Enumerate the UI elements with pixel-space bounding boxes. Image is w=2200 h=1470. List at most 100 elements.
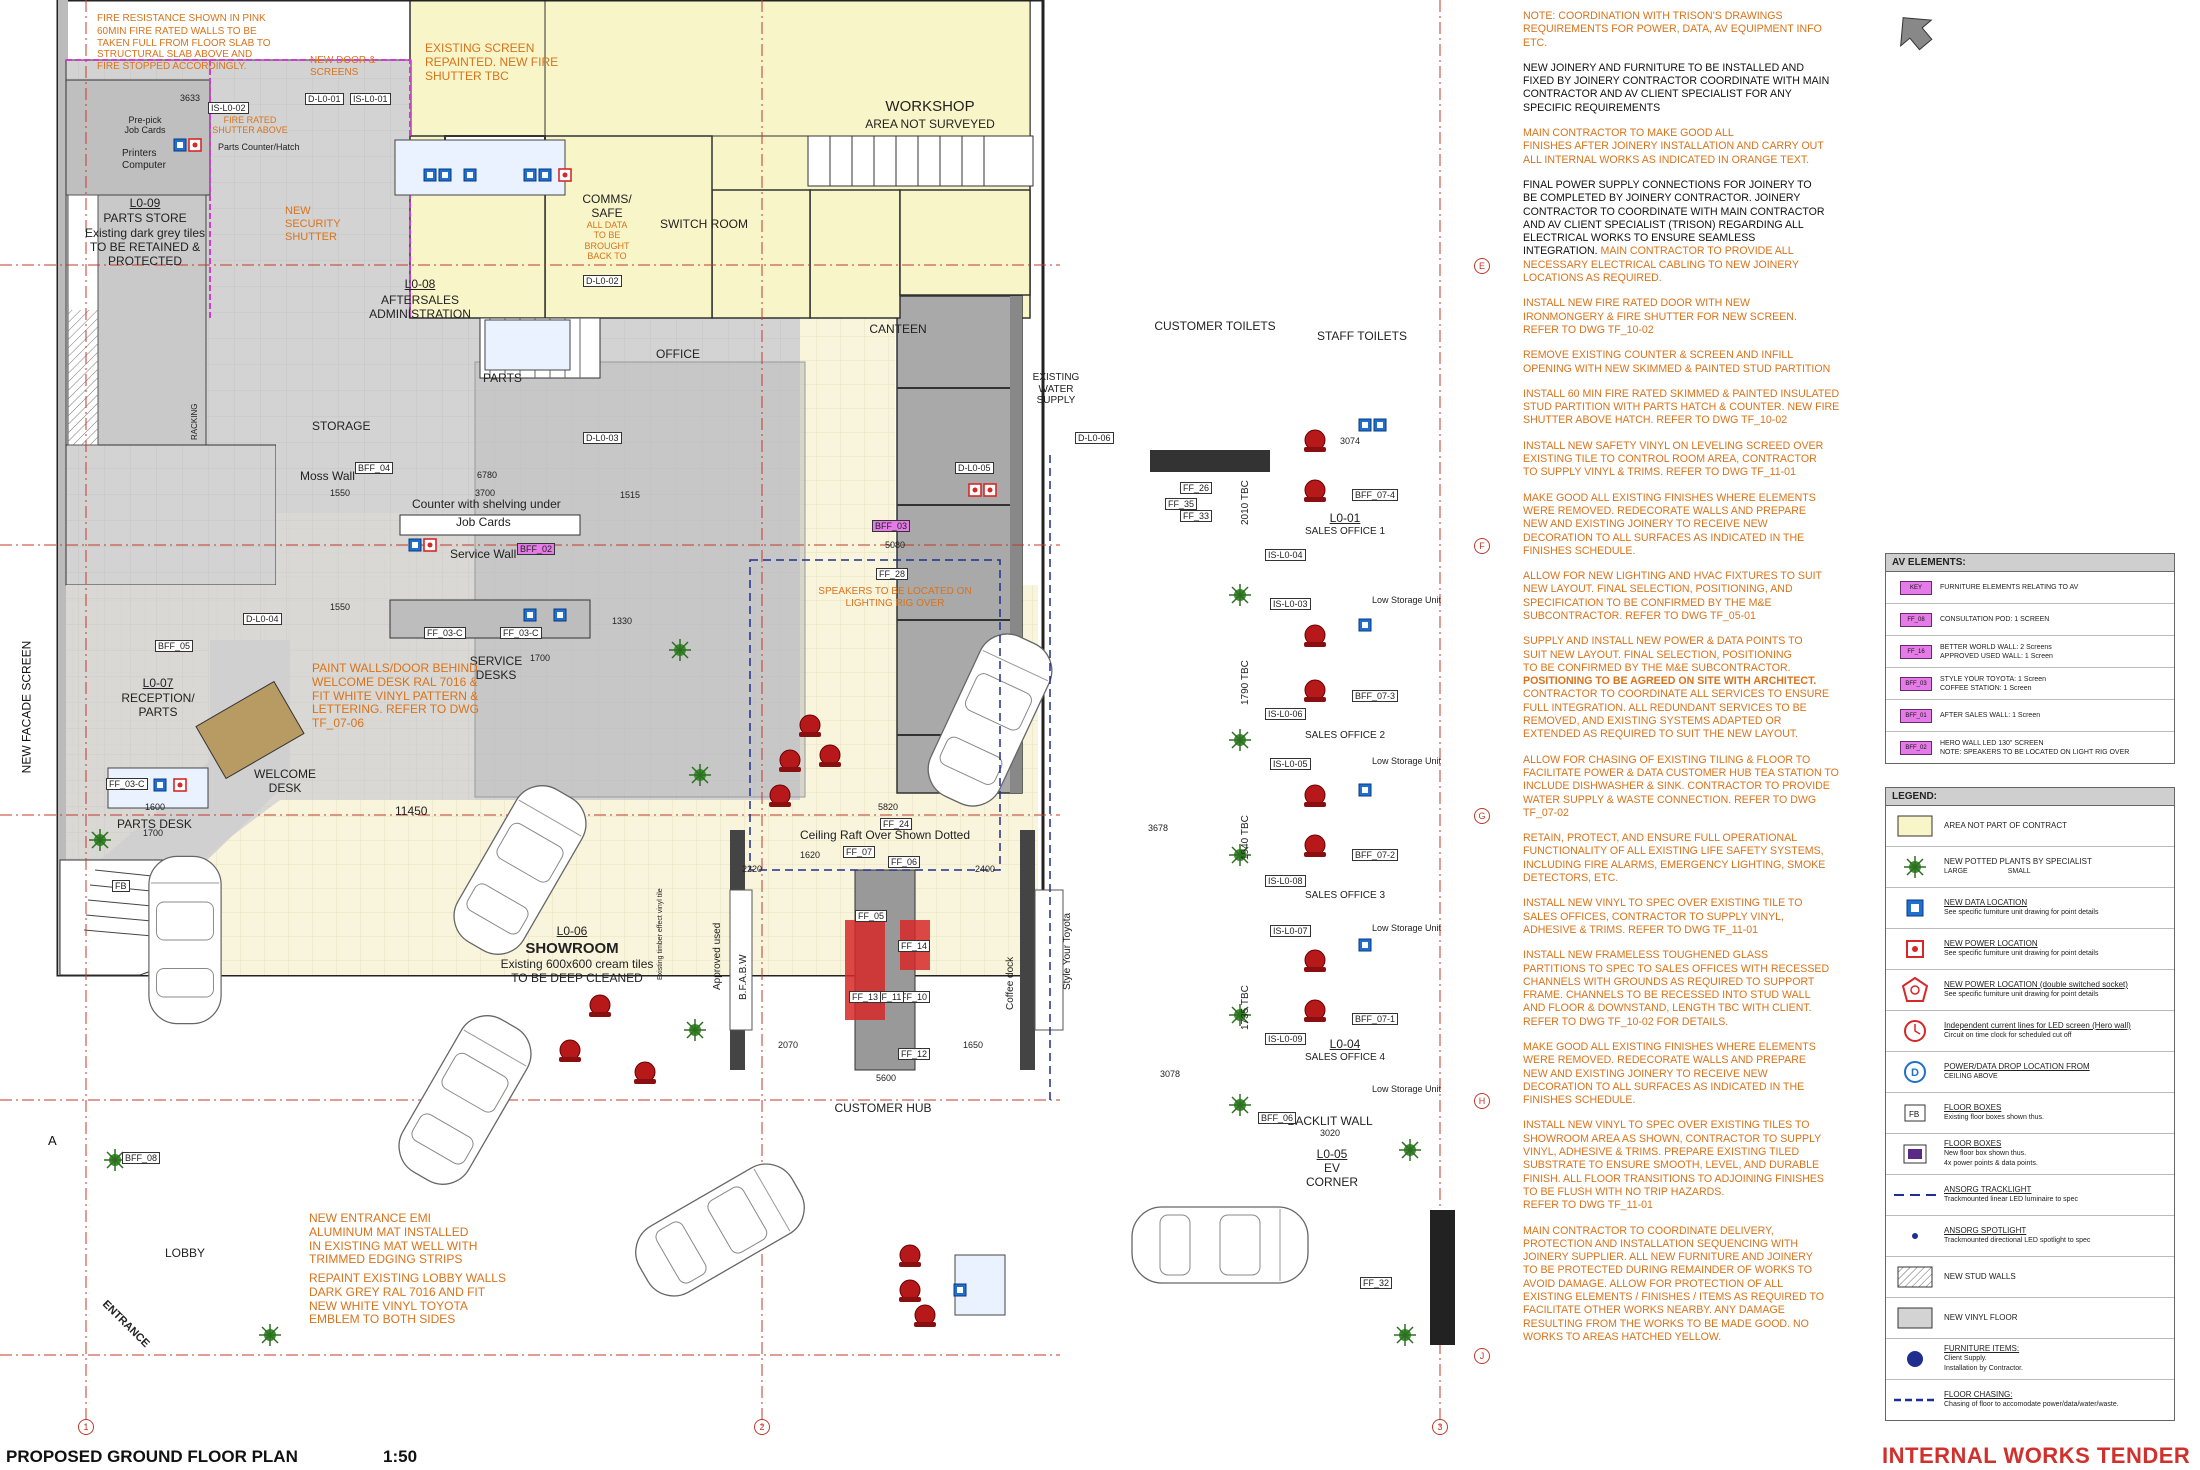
sales-office-4-code: L0-04 [1329,1037,1361,1051]
parts-room-label: PARTS [483,371,522,385]
showroom-name: SHOWROOM [525,940,619,957]
svg-text:D: D [1911,1067,1919,1079]
low-storage-label: Low Storage Unit [1372,1084,1442,1094]
door-tag: D-L0-02 [583,275,622,288]
legend-row-clock: Independent current lines for LED screen… [1886,1011,2174,1052]
aftersales-code: L0-08 [404,277,436,291]
door-tag: IS-L0-05 [1270,758,1311,771]
note-11: SUPPLY AND INSTALL NEW POWER & DATA POIN… [1523,635,1853,741]
door-tag: IS-L0-04 [1265,549,1306,562]
legend-description: See specific furniture unit drawing for … [1944,950,2099,957]
parts-store-code: L0-09 [129,196,161,210]
note-text: INSTALL NEW SAFETY VINYL ON LEVELING SCR… [1523,439,1824,479]
parts-store-name: PARTS STORE [103,211,187,225]
note-10: ALLOW FOR NEW LIGHTING AND HVAC FIXTURES… [1523,570,1853,623]
furniture-tag: BFF_06 [1258,1112,1297,1125]
av-element-text: CONSULTATION POD: 1 SCREEN [1940,616,2050,623]
parts-desk-label: PARTS DESK [117,817,192,831]
dimension: 1600 [145,802,166,812]
legend-row-power: NEW POWER LOCATION See specific furniture… [1886,929,2174,970]
note-tail: CONTRACTOR TO COORDINATE ALL SERVICES TO… [1523,688,1830,741]
dimension: 2070 [778,1040,799,1050]
legend-label: FURNITURE ITEMS: [1944,1344,2020,1353]
dimension: 1650 [963,1040,984,1050]
tbc-dimension: 1790 TBC [1240,660,1251,705]
furniture-icon [1886,1347,1944,1371]
note-text: FINAL POWER SUPPLY CONNECTIONS FOR JOINE… [1523,178,1825,258]
facade-screen-label: NEW FACADE SCREEN [19,640,34,774]
door-tag: D-L0-04 [243,613,282,626]
floorbox-new-icon [1886,1143,1944,1165]
ev-corner-label: EV CORNER [1305,1161,1359,1189]
customer-toilets-label: CUSTOMER TOILETS [1154,319,1276,333]
lobby-walls-note: REPAINT EXISTING LOBBY WALLS DARK GREY R… [309,1271,506,1327]
staff-toilets-label: STAFF TOILETS [1316,329,1408,343]
legend-description: Existing floor boxes shown thus. [1944,1114,2044,1121]
note-text: REMOVE EXISTING COUNTER & SCREEN AND INF… [1523,349,1831,375]
note-7: INSTALL 60 MIN FIRE RATED SKIMMED & PAIN… [1523,388,1853,428]
note-8: INSTALL NEW SAFETY VINYL ON LEVELING SCR… [1523,440,1853,480]
furniture-tag: FF_28 [876,568,909,581]
ev-code: L0-05 [1316,1147,1348,1161]
lobby-label: LOBBY [164,1246,206,1260]
note-18: MAIN CONTRACTOR TO COORDINATE DELIVERY, … [1523,1225,1853,1345]
sales-office-1-name: SALES OFFICE 1 [1304,526,1386,537]
legend-description: See specific furniture unit drawing for … [1944,909,2099,916]
grid-column-3: 3 [1432,1419,1448,1435]
note-text: INSTALL NEW VINYL TO SPEC OVER EXISTING … [1523,897,1803,936]
security-shutter-note: NEW SECURITY SHUTTER [285,205,341,243]
furniture-tag: FF_14 [898,940,931,953]
door-tag: D-L0-01 [305,93,344,106]
section-marker-a: A [48,1133,57,1148]
legend-label: NEW POWER LOCATION [1944,939,2038,948]
note-13: RETAIN, PROTECT, AND ENSURE FULL OPERATI… [1523,832,1853,885]
note-text: MAIN CONTRACTOR TO COORDINATE DELIVERY, … [1523,1224,1825,1343]
dimension: 3078 [1160,1069,1181,1079]
grid-column-1: 1 [78,1419,94,1435]
north-arrow-icon [1886,8,1946,63]
floor-plan: A [0,0,1455,1430]
low-storage-label: Low Storage Unit [1372,595,1442,605]
note-9: MAKE GOOD ALL EXISTING FINISHES WHERE EL… [1523,492,1853,558]
note-text: INSTALL NEW FIRE RATED DOOR WITH NEW IRO… [1523,297,1797,336]
legend-label: FLOOR CHASING: [1944,1390,2013,1399]
legend-label: FLOOR BOXES [1944,1139,2002,1148]
legend-description: Circuit on time clock for scheduled cut … [1944,1032,2072,1039]
plan-title: PROPOSED GROUND FLOOR PLAN [6,1447,298,1466]
av-elements-title: AV ELEMENTS: [1886,554,2174,572]
legend-description: Chasing of floor to accomodate power/dat… [1944,1401,2119,1408]
parts-counter-label: Parts Counter/Hatch [218,142,300,152]
floor-plan-drawing: A [0,0,1455,1430]
dimension: 1700 [530,653,551,663]
av-key-swatch: BFF_03 [1900,676,1932,691]
door-tag: IS-L0-07 [1270,925,1311,938]
note-text: INSTALL NEW FRAMELESS TOUGHENED GLASS PA… [1523,949,1830,1028]
dimension: 6780 [477,470,498,480]
door-tag: D-L0-05 [955,462,994,475]
legend-label: POWER/DATA DROP LOCATION FROM [1944,1062,2090,1071]
sales-office-1-code: L0-01 [1329,511,1361,525]
ceiling-raft-label: Ceiling Raft Over Shown Dotted [799,828,971,842]
note-16: MAKE GOOD ALL EXISTING FINISHES WHERE EL… [1523,1041,1853,1107]
furniture-tag: FF_13 [849,991,882,1004]
note-text: MAKE GOOD ALL EXISTING FINISHES WHERE EL… [1523,1041,1816,1107]
sales-office-4-name: SALES OFFICE 4 [1304,1052,1386,1063]
note-text: ALLOW FOR CHASING OF EXISTING TILING & F… [1523,753,1839,819]
svg-text:FB: FB [1909,1110,1919,1119]
dimension: 3700 [475,488,496,498]
showroom-note: Existing 600x600 cream tiles TO BE DEEP … [500,957,654,985]
legend-description: Trackmounted directional LED spotlight t… [1944,1237,2091,1244]
note-2: NEW JOINERY AND FURNITURE TO BE INSTALLE… [1523,62,1853,115]
service-wall-label: Service Wall [450,547,517,561]
parts-store-note: Existing dark grey tiles TO BE RETAINED … [84,226,206,268]
spot-icon [1886,1226,1944,1246]
speakers-note: SPEAKERS TO BE LOCATED ON LIGHTING RIG O… [818,586,972,609]
dimension: 5080 [885,540,906,550]
dimension: 1700 [143,828,164,838]
grid-row-f: F [1474,538,1490,554]
water-supply-label: EXISTING WATER SUPPLY [1032,372,1080,406]
tbc-dimension: 1940 TBC [1240,815,1251,860]
legend-sublabel: SMALL [2007,868,2031,875]
